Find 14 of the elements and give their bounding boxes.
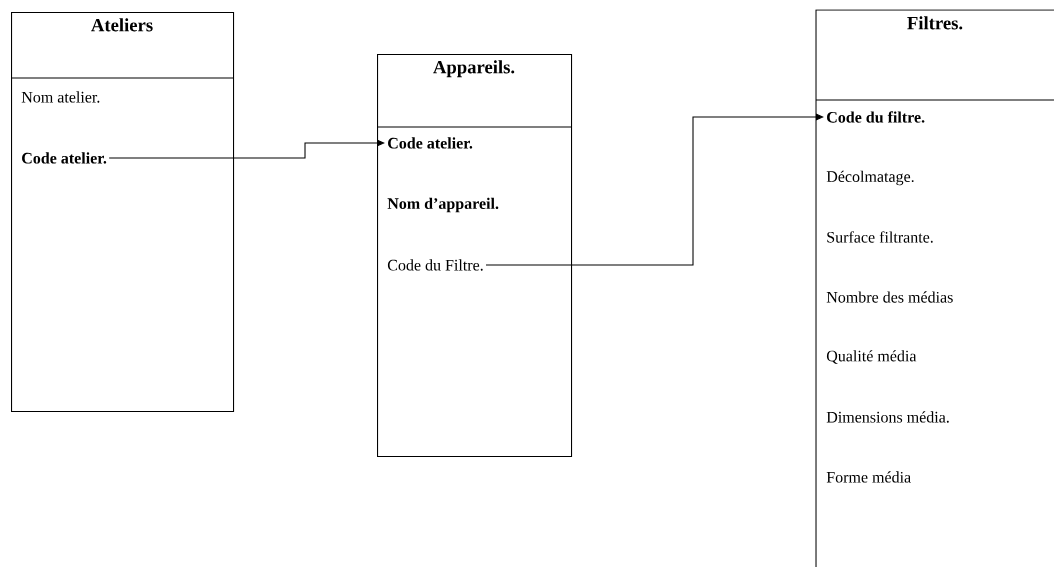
field-text: Code atelier. [22, 152, 107, 164]
arrow [485, 113, 824, 266]
field-text: Code du filtre. [827, 111, 925, 123]
field-text: Code du Filtre. [387, 259, 483, 271]
field-text: Forme média [826, 471, 911, 483]
field-text: Code atelier. [388, 137, 473, 149]
field-text: Nombre des médias [826, 291, 953, 303]
field-text: Surface filtrante. [827, 231, 933, 243]
field-text: Qualité média [826, 350, 917, 364]
field-text: Nom atelier. [21, 91, 100, 103]
arrow [108, 139, 385, 159]
field-text: Décolmatage. [826, 170, 914, 186]
field-text: Nom d’appareil. [387, 197, 499, 213]
field-text: Dimensions média. [826, 411, 949, 423]
